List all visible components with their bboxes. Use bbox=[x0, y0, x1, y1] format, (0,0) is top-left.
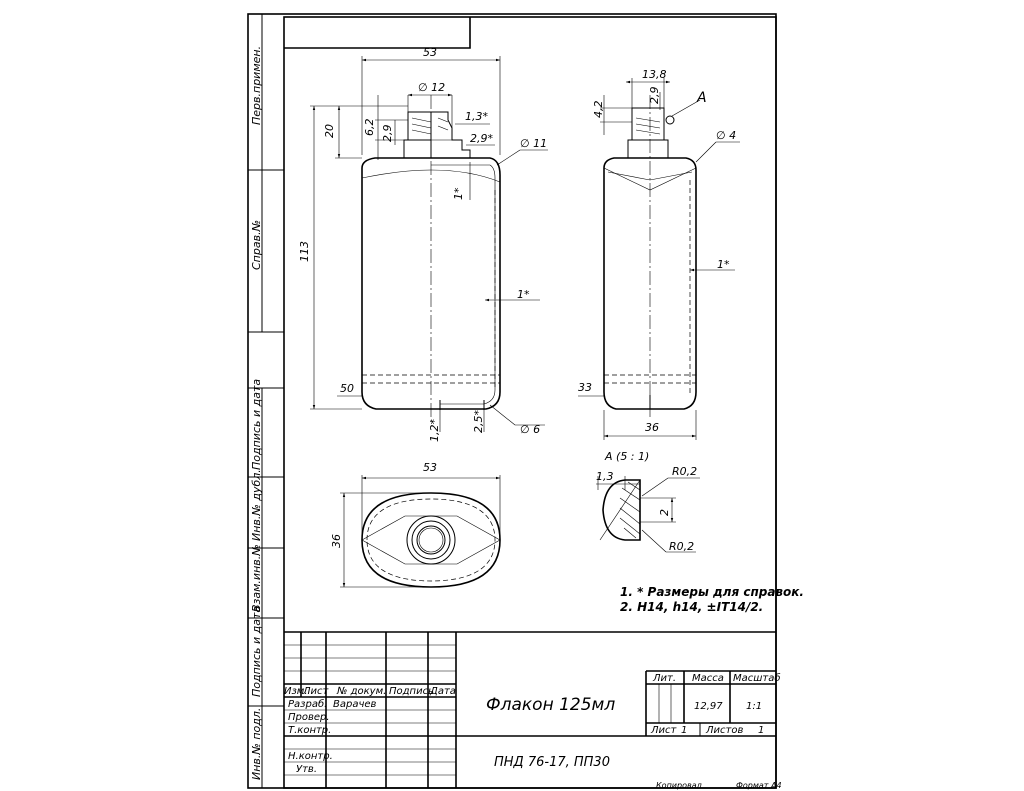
dim-front-height: 113 bbox=[298, 241, 311, 262]
tb-nkontr: Н.контр. bbox=[288, 751, 333, 762]
dim-side-2-9: 2,9 bbox=[648, 87, 661, 105]
detail-a-marker: А bbox=[696, 90, 707, 106]
tb-doc-no: № докум. bbox=[336, 686, 386, 697]
title-block bbox=[284, 631, 776, 788]
dim-bottom-1-2: 1,2* bbox=[428, 419, 441, 442]
dim-side-36: 36 bbox=[645, 421, 659, 434]
tb-list-value: 1 bbox=[681, 725, 687, 736]
dim-side-33: 33 bbox=[578, 381, 592, 394]
tb-razrab-name: Варачев bbox=[333, 699, 377, 710]
tb-masshtab-label: Масштаб bbox=[733, 672, 781, 684]
stamp-podpis-data-1: Подпись и дата bbox=[250, 379, 263, 470]
dim-neck-height: 20 bbox=[323, 124, 336, 138]
detail-dim-2: 2 bbox=[658, 509, 671, 516]
stamp-inv-dubl: Инв.№ дубл. bbox=[250, 469, 263, 541]
detail-dim-r-top: R0,2 bbox=[672, 465, 697, 478]
stamp-inv-podl: Инв.№ подл. bbox=[250, 708, 263, 780]
stamp-sprav-no: Справ.№ bbox=[250, 220, 263, 270]
detail-a-title: А (5 : 1) bbox=[604, 450, 649, 463]
dim-top-height: 36 bbox=[330, 534, 343, 548]
dim-side-wall-1: 1* bbox=[717, 258, 730, 271]
tb-masshtab-value: 1:1 bbox=[746, 701, 762, 712]
tb-massa-label: Масса bbox=[692, 673, 724, 684]
tb-title: Флакон 125мл bbox=[486, 695, 615, 715]
tb-material: ПНД 76-17, ПП30 bbox=[494, 755, 610, 770]
front-view bbox=[310, 56, 548, 432]
dim-side-13-8: 13,8 bbox=[642, 68, 667, 81]
dim-top-1: 1* bbox=[452, 187, 465, 200]
dim-d12: ∅ 12 bbox=[418, 81, 445, 94]
top-view bbox=[340, 475, 501, 588]
stamp-perv-primen: Перв.примен. bbox=[250, 46, 263, 125]
tb-signature: Подпись bbox=[389, 686, 434, 697]
note-line-2: 2. H14, h14, ±IT14/2. bbox=[620, 600, 763, 614]
dim-front-width: 53 bbox=[423, 46, 437, 59]
tb-massa-value: 12,97 bbox=[694, 701, 723, 712]
tb-tkontr: Т.контр. bbox=[288, 725, 331, 736]
detail-dim-1-3: 1,3 bbox=[596, 470, 614, 483]
stamp-podpis-data-2: Подпись и дата bbox=[250, 606, 263, 697]
tb-prover: Провер. bbox=[288, 712, 330, 723]
dim-top-width: 53 bbox=[423, 461, 437, 474]
dim-d11: ∅ 11 bbox=[520, 137, 547, 150]
tb-izm: Изм. bbox=[284, 686, 308, 697]
dim-d6: ∅ 6 bbox=[520, 423, 540, 436]
tb-date: Дата bbox=[429, 686, 456, 697]
note-line-1: 1. * Размеры для справок. bbox=[620, 585, 804, 599]
detail-a-view bbox=[596, 476, 700, 553]
tb-listov-label: Листов bbox=[705, 725, 743, 736]
footer-kopiroval: Копировал bbox=[656, 781, 702, 790]
dim-bottom-50: 50 bbox=[340, 382, 354, 395]
detail-dim-r-bottom: R0,2 bbox=[669, 540, 694, 553]
tb-lit-label: Лит. bbox=[652, 673, 676, 684]
tb-list-label: Лист bbox=[650, 725, 678, 736]
tb-utv: Утв. bbox=[296, 764, 317, 775]
stamp-vzam-inv: Взам.инв.№ bbox=[250, 544, 263, 612]
dim-wall-1: 1* bbox=[517, 288, 530, 301]
tb-razrab-label: Разраб. bbox=[288, 698, 327, 710]
dim-side-d4: ∅ 4 bbox=[716, 129, 736, 142]
dim-bottom-2-5: 2,5* bbox=[472, 410, 485, 433]
dim-neck-6-2: 6,2 bbox=[363, 119, 376, 137]
sheet-frame bbox=[247, 13, 777, 789]
dim-2-9: 2,9* bbox=[470, 132, 493, 145]
dim-1-3: 1,3* bbox=[465, 110, 488, 123]
dim-side-4-2: 4,2 bbox=[592, 101, 605, 119]
tb-listov-value: 1 bbox=[758, 725, 764, 736]
tb-list: Лист bbox=[302, 686, 330, 697]
footer-format: Формат А4 bbox=[736, 781, 782, 790]
dim-neck-2-9: 2,9 bbox=[381, 125, 394, 143]
side-view bbox=[578, 78, 740, 440]
